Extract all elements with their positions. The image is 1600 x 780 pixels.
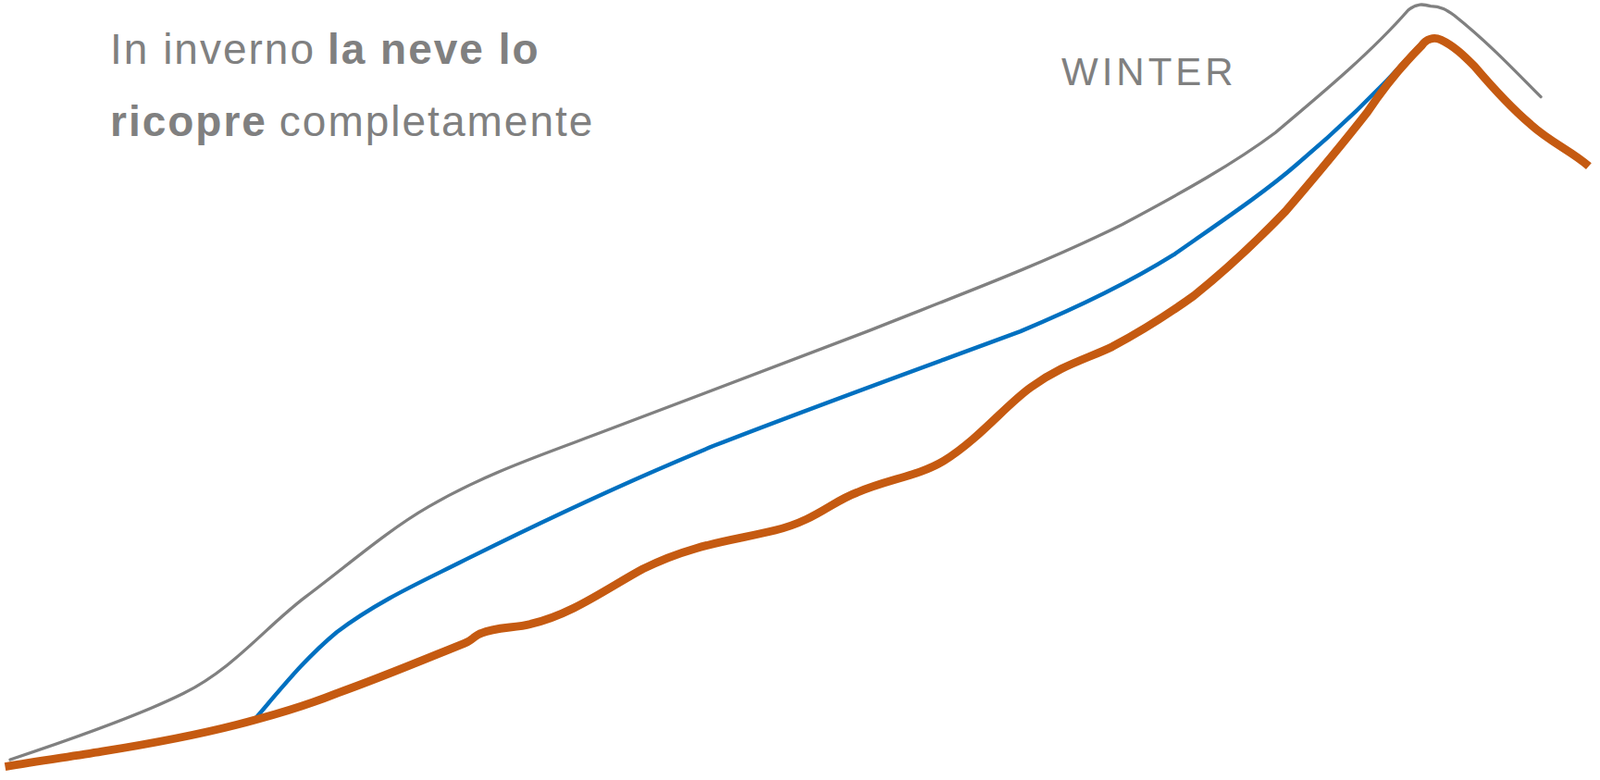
bedrock-profile xyxy=(5,37,1589,767)
caption-text: In invernola neve lo ricoprecompletament… xyxy=(110,12,592,158)
label-text: WINTER xyxy=(1061,49,1238,94)
glacier-surface xyxy=(255,40,1425,720)
season-label: WINTER xyxy=(1061,49,1238,95)
label-text: completamente xyxy=(279,97,596,146)
winter-snow-surface xyxy=(10,4,1541,760)
label-text: In inverno xyxy=(110,24,316,74)
